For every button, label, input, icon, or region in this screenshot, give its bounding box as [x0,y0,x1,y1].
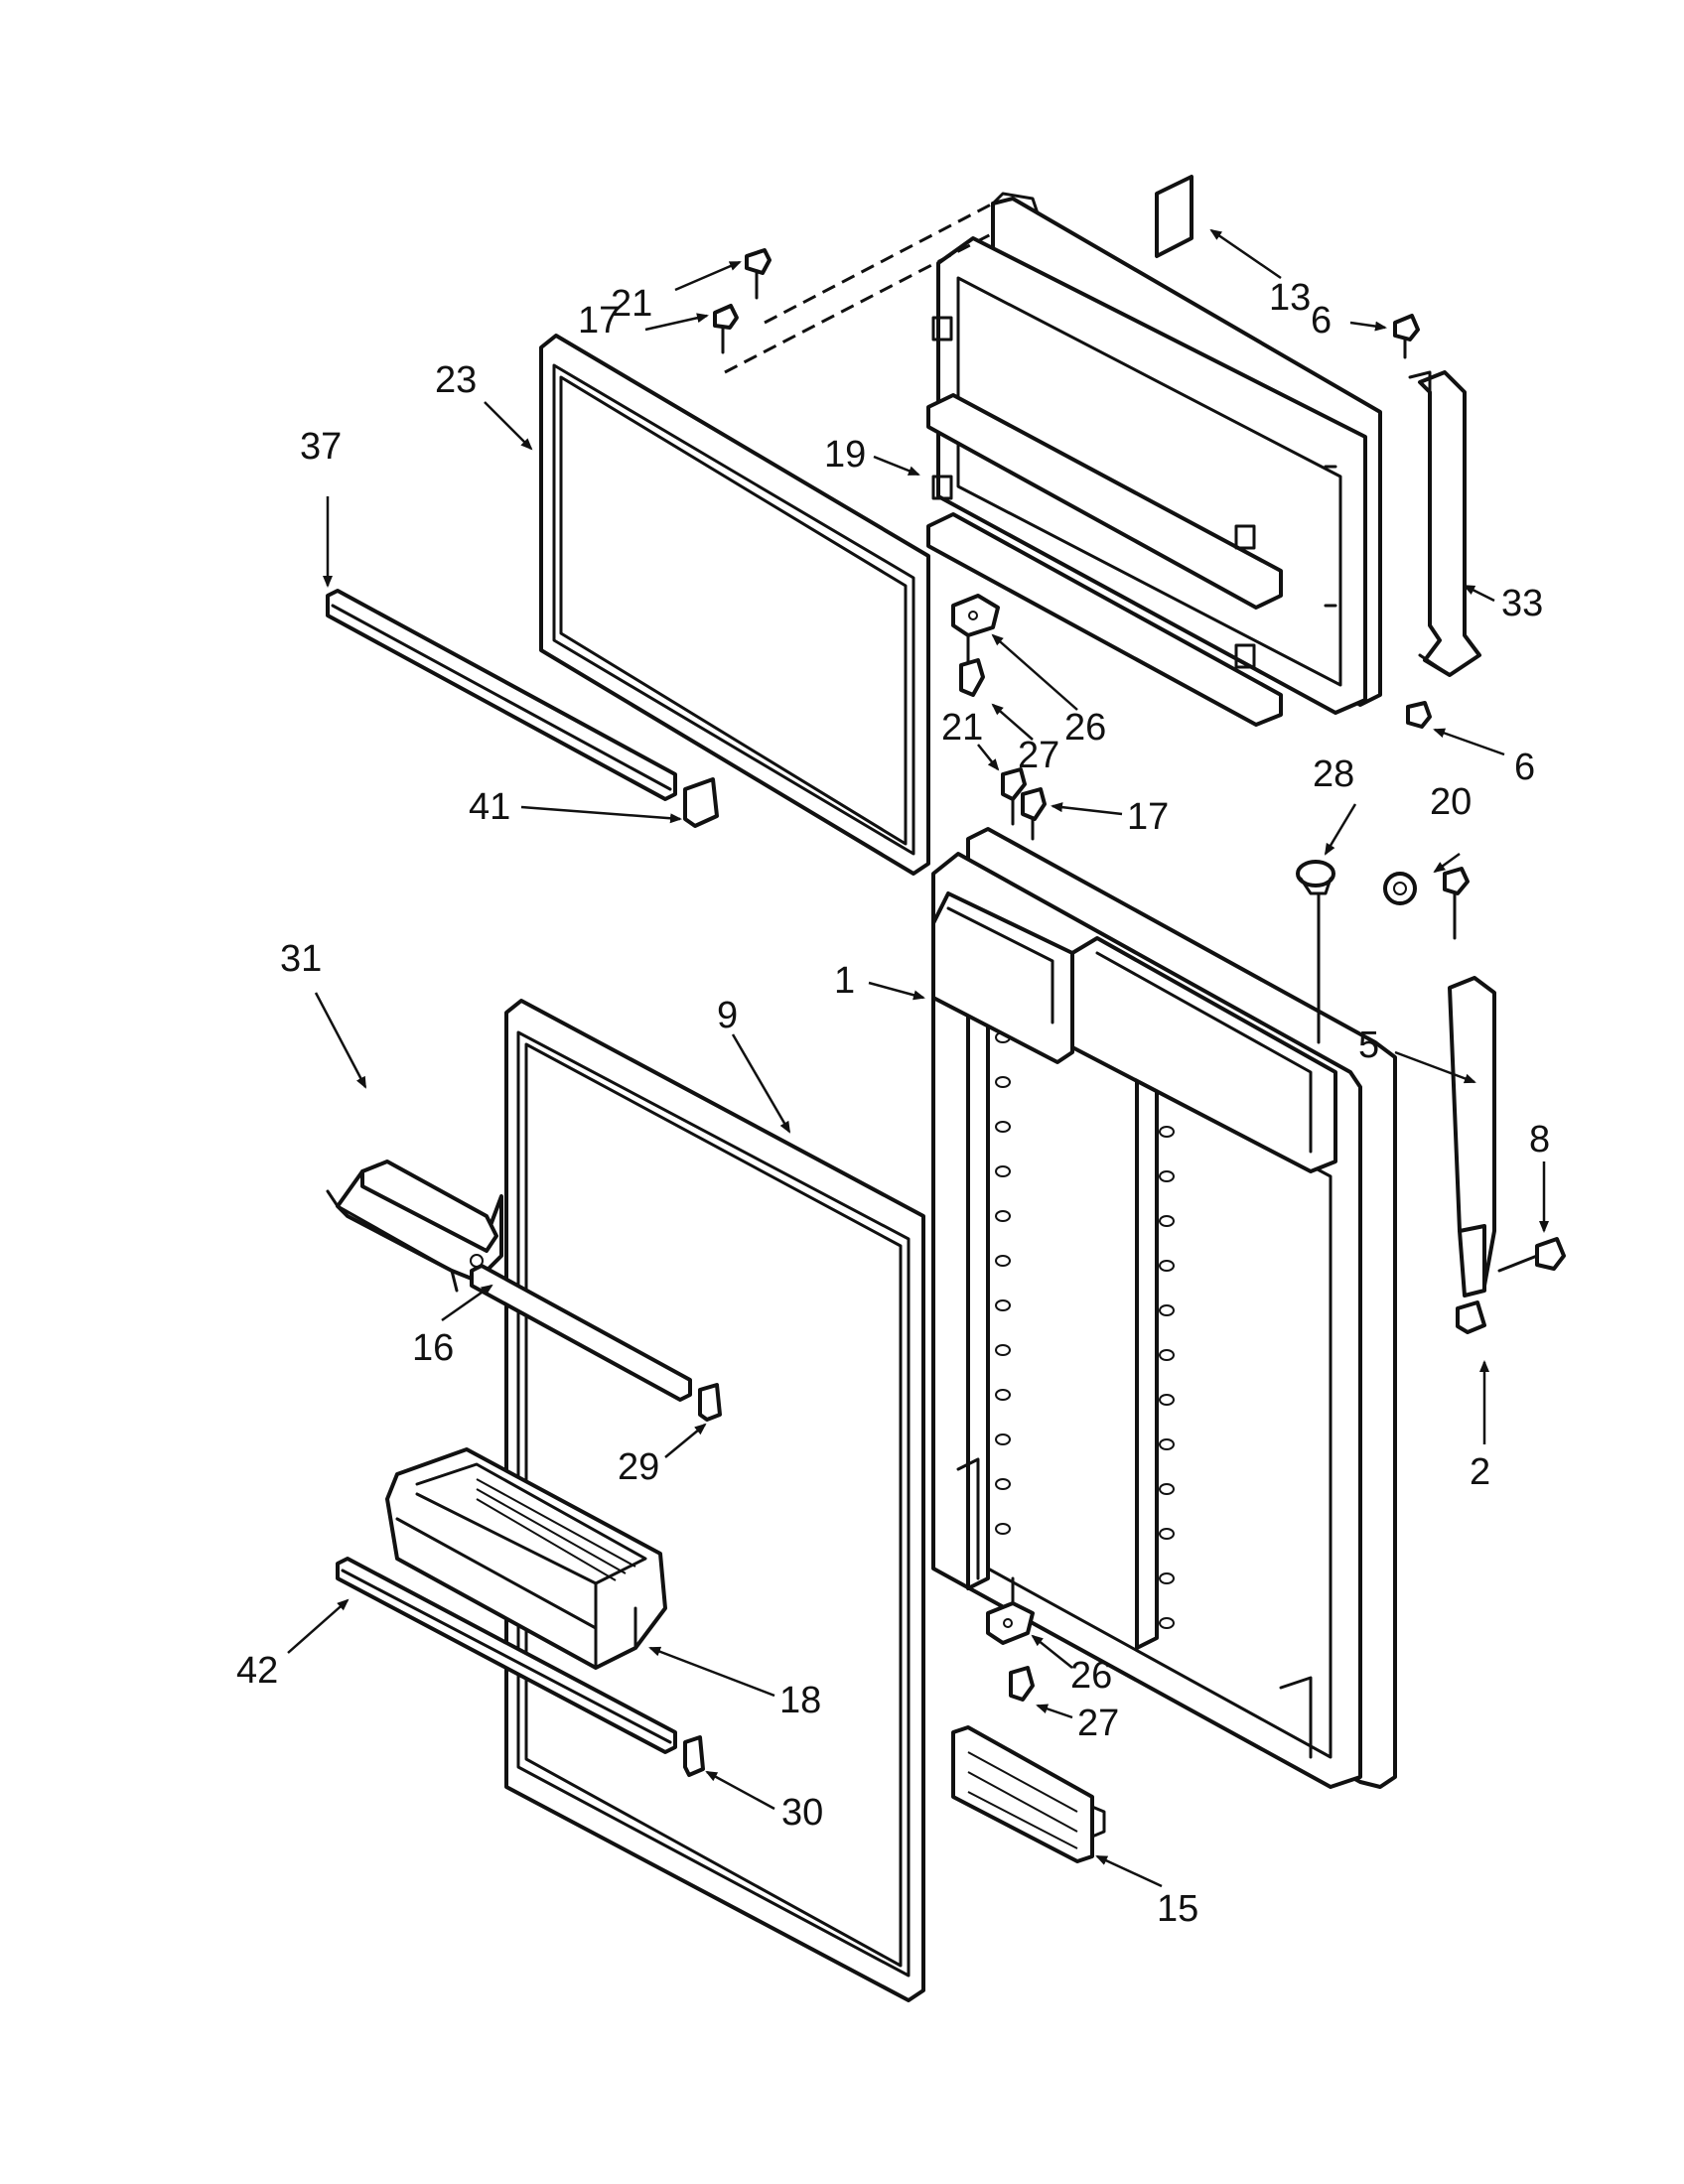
callout-31: 31 [280,938,322,980]
freezer-door-liner [926,192,1382,727]
lower-hinge [1448,976,1496,1297]
screw-17-mid [1021,787,1047,841]
crisper-cover-plate [951,1725,1106,1863]
callout-21-mid: 21 [941,707,983,749]
callout-42: 42 [236,1650,278,1692]
center-hinge-upper [951,594,1000,697]
callout-37: 37 [300,426,342,468]
callout-5: 5 [1358,1024,1379,1066]
callout-6-top: 6 [1311,300,1332,341]
center-hinge-lower [986,1576,1035,1702]
callout-28: 28 [1313,753,1354,795]
door-stop-21-top [745,248,772,300]
hinge-screw-6-top [1393,314,1420,359]
callout-6-mid: 6 [1514,747,1535,788]
callout-26-bottom: 26 [1070,1655,1112,1697]
callout-41: 41 [469,786,510,828]
hinge-screw-6-right [1443,867,1470,940]
fresh-food-door-liner [931,827,1397,1789]
callout-27-bottom: 27 [1077,1703,1119,1744]
hinge-bushing [1456,1300,1486,1334]
callout-33: 33 [1501,583,1543,624]
dairy-compartment-door [326,1160,503,1293]
callout-23: 23 [435,359,477,401]
door-stop-21-mid [1001,767,1027,826]
callout-2: 2 [1470,1451,1490,1493]
callout-27-top: 27 [1018,735,1059,776]
hinge-screw-6-bottom [1406,701,1432,729]
freezer-door-hidden-line [724,202,994,374]
callout-8: 8 [1529,1119,1550,1160]
callout-1: 1 [834,960,855,1002]
callout-leaders [287,228,1549,1888]
callout-13: 13 [1269,277,1311,319]
trim-end-cap-29 [698,1383,722,1422]
shelf-trim-strip [470,1264,692,1402]
callout-30: 30 [781,1792,823,1834]
callout-26-top: 26 [1064,707,1106,749]
callout-29: 29 [618,1446,659,1488]
screw-17-top [713,304,739,354]
freezer-trim-strip [326,589,677,801]
hinge-pin-screw [1497,1237,1566,1273]
fresh-food-door-gasket [504,999,925,2002]
callout-numbers: 1 2 5 6 6 8 9 13 15 16 17 17 18 19 20 21… [236,277,1550,1930]
hinge-cam [1383,872,1417,905]
callout-17-mid: 17 [1127,796,1169,838]
callout-15: 15 [1157,1888,1198,1930]
callout-21-top: 21 [611,283,652,325]
door-bin [385,1447,667,1670]
callout-9: 9 [717,995,738,1036]
callout-16: 16 [412,1327,454,1369]
callout-20: 20 [1430,781,1472,823]
freezer-trim-end-cap [683,777,719,828]
freezer-door-gasket [539,334,930,876]
callout-19: 19 [824,434,866,476]
bin-trim-strip [336,1557,677,1754]
trim-end-cap-30 [683,1735,705,1777]
plug-button [1296,860,1335,1044]
callout-18: 18 [779,1680,821,1721]
upper-hinge [1408,370,1481,677]
label-13 [1155,175,1193,258]
callout-17-top: 17 [578,300,620,341]
